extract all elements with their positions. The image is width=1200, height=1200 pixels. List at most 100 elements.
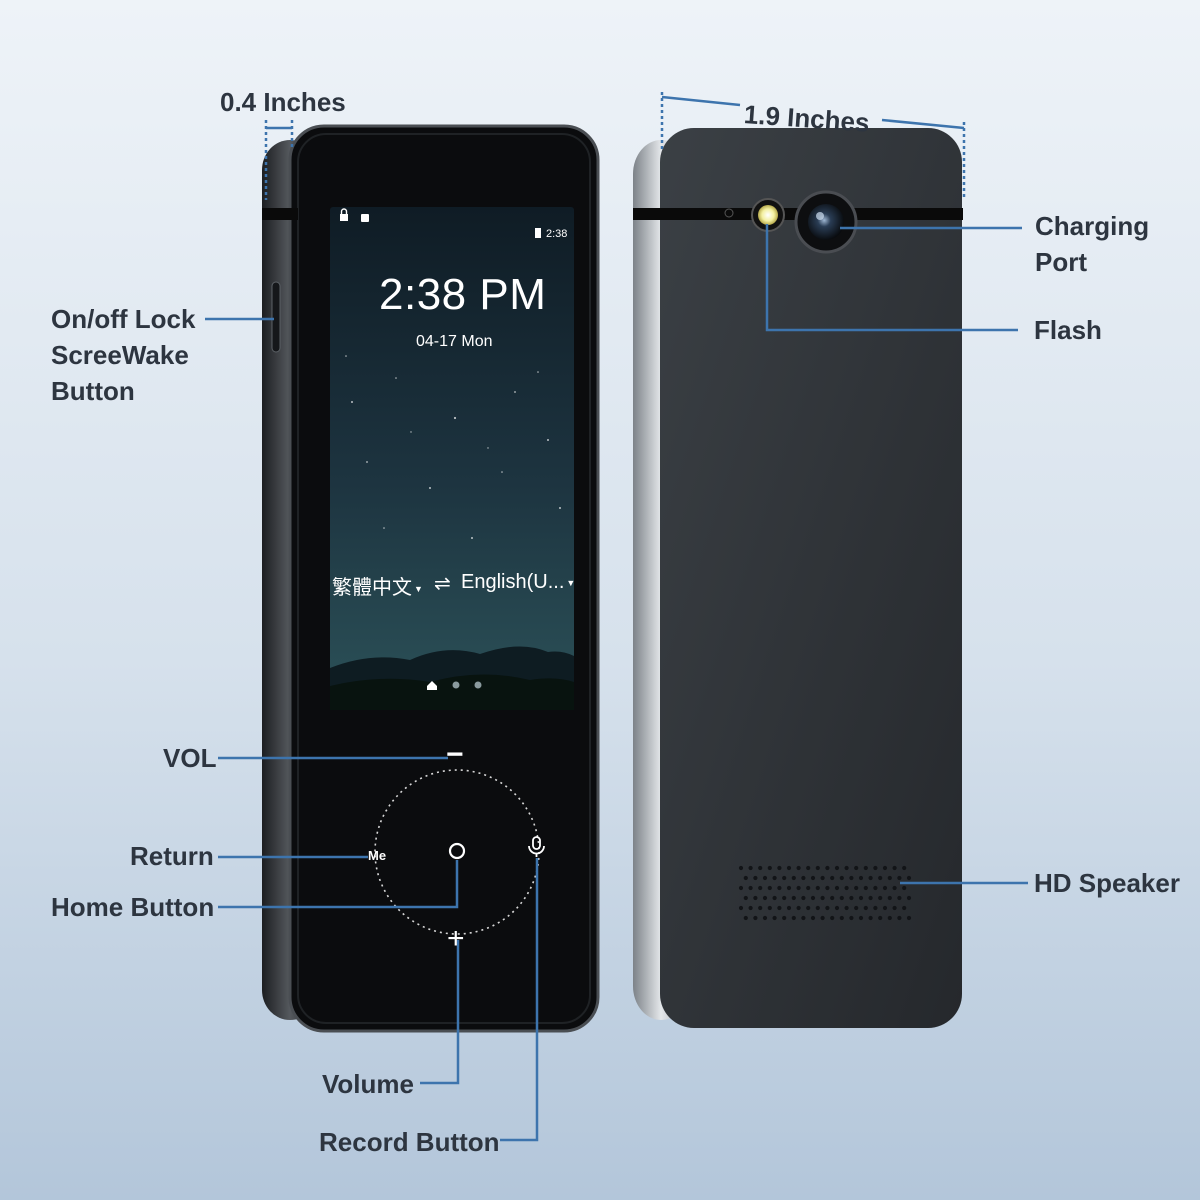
speaker-hole (858, 895, 864, 901)
speaker-hole (873, 865, 878, 871)
speaker-hole (897, 895, 902, 901)
speaker-hole (801, 915, 806, 921)
speaker-hole (796, 865, 801, 871)
speaker-hole (748, 905, 753, 911)
speaker-hole (839, 915, 844, 921)
speaker-hole (772, 915, 777, 921)
volume-up-button[interactable]: + (447, 922, 465, 955)
speaker-hole (758, 865, 763, 871)
date: 04-17 Mon (416, 333, 493, 350)
speaker-hole (834, 905, 840, 911)
swap-languages-icon[interactable]: ⇌ (434, 573, 451, 595)
status-time: 2:38 (546, 228, 568, 240)
volume-label: Volume (322, 1069, 414, 1099)
volume-down-button[interactable]: − (446, 738, 464, 771)
speaker-hole (782, 895, 787, 901)
record-button-label: Record Button (319, 1127, 500, 1157)
screen[interactable] (330, 207, 574, 710)
speaker-hole (801, 875, 806, 881)
page-dot (474, 681, 482, 689)
speaker-hole (897, 875, 902, 881)
speaker-hole (738, 885, 744, 891)
speaker-hole (906, 875, 912, 881)
speaker-hole (906, 915, 912, 921)
speaker-hole (815, 865, 820, 871)
speaker-hole (782, 875, 787, 881)
speaker-hole (858, 915, 864, 921)
speaker-hole (825, 885, 830, 891)
speaker-hole (810, 895, 816, 901)
speaker-hole (806, 885, 811, 891)
speaker-hole (748, 865, 753, 871)
speaker-hole (906, 895, 912, 901)
side-power-button[interactable] (271, 281, 281, 353)
speaker-hole (830, 895, 835, 901)
speaker-hole (743, 875, 748, 881)
thickness-label: 0.4 Inches (220, 87, 346, 117)
keypad-ring (374, 769, 540, 935)
speaker-hole (772, 875, 777, 881)
speaker-hole (767, 865, 772, 871)
speaker-hole (810, 915, 816, 921)
speaker-hole (786, 885, 792, 891)
speaker-hole (887, 895, 892, 901)
speaker-hole (839, 875, 844, 881)
return-button[interactable]: Me (368, 848, 387, 863)
speaker-grille (738, 865, 912, 921)
return-label: Return (130, 841, 214, 871)
lock-icon (340, 214, 348, 221)
speaker-hole (868, 895, 873, 901)
speaker-hole (882, 865, 888, 871)
side-stripe (262, 208, 298, 220)
speaker-hole (878, 875, 883, 881)
speaker-hole (892, 865, 897, 871)
page-dot (452, 681, 460, 689)
speaker-hole (844, 885, 849, 891)
speaker-hole (825, 865, 830, 871)
speaker-hole (758, 885, 763, 891)
chevron-down-icon: ▼ (414, 583, 423, 594)
speaker-hole (815, 905, 820, 911)
speaker-hole (863, 865, 868, 871)
speaker-hole (815, 885, 820, 891)
star-field (345, 355, 561, 539)
speaker-hole (849, 915, 854, 921)
target-language: English(U... (461, 571, 565, 593)
battery-icon (535, 228, 541, 238)
back-device (633, 128, 963, 1028)
speaker-hole (863, 885, 868, 891)
speaker-hole (806, 905, 811, 911)
speaker-hole (777, 885, 782, 891)
speaker-hole (902, 885, 907, 891)
target-language-selector[interactable]: English(U...▼ (461, 571, 575, 594)
speaker-hole (868, 875, 873, 881)
speaker-hole (782, 915, 787, 921)
speaker-hole (873, 885, 878, 891)
back-device-body (660, 128, 962, 1028)
home-page-icon (427, 681, 437, 690)
notification-icon (361, 214, 369, 222)
speaker-hole (743, 915, 748, 921)
speaker-hole (767, 905, 772, 911)
speaker-hole (767, 885, 772, 891)
camera-lens-icon (808, 204, 844, 240)
home-circle-icon[interactable] (448, 842, 466, 860)
speaker-hole (830, 875, 835, 881)
speaker-hole (839, 895, 844, 901)
microphone-icon[interactable] (528, 836, 545, 857)
speaker-hole (882, 905, 888, 911)
speaker-hole (738, 865, 744, 871)
speaker-hole (758, 905, 763, 911)
mountain-ridge (330, 674, 574, 710)
speaker-hole (738, 905, 744, 911)
speaker-hole (849, 875, 854, 881)
speaker-hole (834, 885, 840, 891)
speaker-hole (897, 915, 902, 921)
speaker-hole (892, 905, 897, 911)
speaker-hole (887, 875, 892, 881)
source-language-selector[interactable]: 繁體中文▼ (332, 571, 423, 600)
speaker-hole (786, 905, 792, 911)
speaker-hole (753, 915, 758, 921)
front-device (262, 124, 600, 1033)
